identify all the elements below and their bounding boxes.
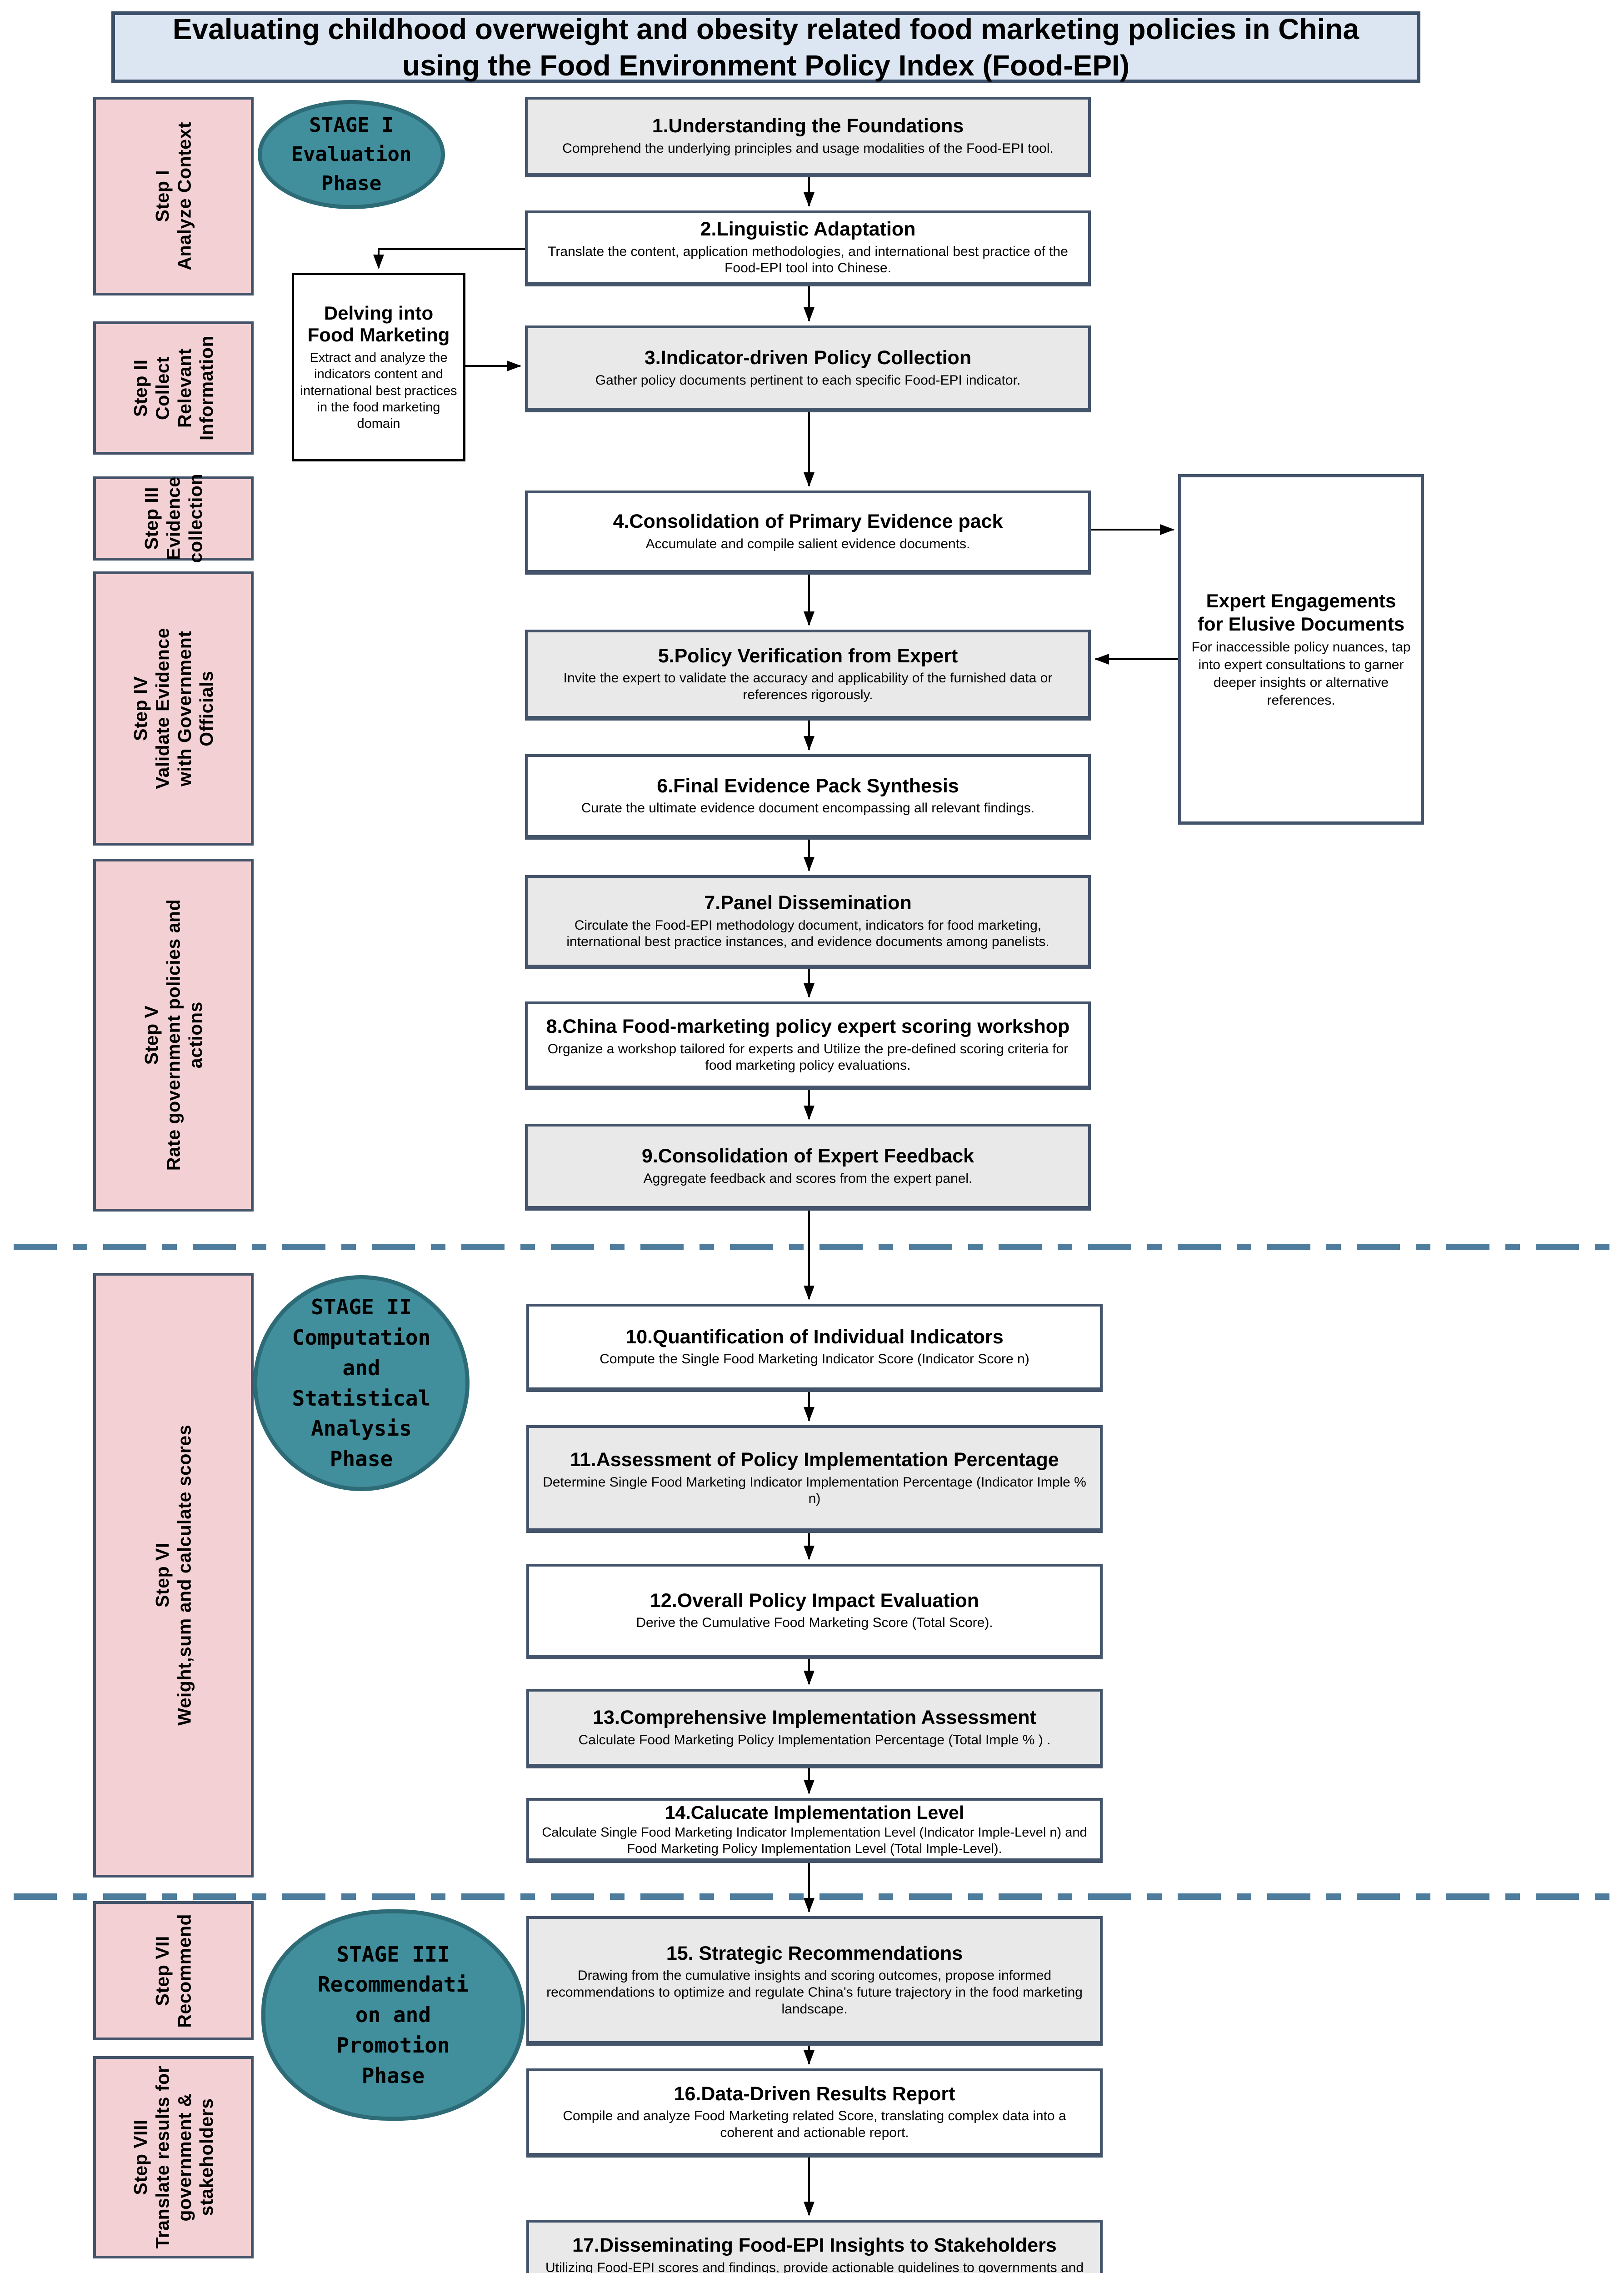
stage-ellipse-3: STAGE III Recommendati on and Promotion … (261, 1909, 525, 2121)
flow-box-1-title: 1.Understanding the Foundations (652, 115, 964, 137)
step-box-8: Step VIII Translate results for governme… (93, 2056, 254, 2258)
flow-box-5-desc: Invite the expert to validate the accura… (563, 671, 1053, 702)
flow-box-1-desc: Comprehend the underlying principles and… (562, 140, 1054, 156)
flow-box-3-title: 3.Indicator-driven Policy Collection (644, 347, 972, 369)
flow-box-14-desc: Calculate Single Food Marketing Indicato… (542, 1825, 1087, 1856)
flow-box-9-title: 9.Consolidation of Expert Feedback (641, 1145, 974, 1167)
step-box-7: Step VII Recommend (93, 1901, 254, 2040)
flow-box-11-title: 11.Assessment of Policy Implementation P… (570, 1449, 1059, 1471)
divider-stage-1-2 (14, 1244, 1610, 1250)
flow-box-4: 4.Consolidation of Primary Evidence pack… (525, 491, 1091, 575)
stage-ellipse-2: STAGE II Computation and Statistical Ana… (253, 1275, 470, 1491)
flow-box-8-title: 8.China Food-marketing policy expert sco… (546, 1016, 1070, 1038)
flow-box-13: 13.Comprehensive Implementation Assessme… (526, 1689, 1103, 1768)
delving-into-food-marketing-box: Delving into Food Marketing Extract and … (292, 273, 465, 461)
step-label-1: Step I Analyze Context (152, 122, 195, 270)
flow-box-6-desc: Curate the ultimate evidence document en… (581, 801, 1035, 816)
expert-engagements-box: Expert Engagements for Elusive Documents… (1178, 474, 1424, 825)
flow-box-10: 10.Quantification of Individual Indicato… (526, 1304, 1103, 1392)
divider-stage-2-3 (14, 1893, 1610, 1900)
flow-box-11-desc: Determine Single Food Marketing Indicato… (543, 1474, 1086, 1507)
flow-box-9-desc: Aggregate feedback and scores from the e… (643, 1171, 973, 1186)
flow-box-10-desc: Compute the Single Food Marketing Indica… (600, 1352, 1029, 1367)
flow-box-8-desc: Organize a workshop tailored for experts… (547, 1041, 1069, 1073)
expert-box-desc: For inaccessible policy nuances, tap int… (1191, 639, 1411, 708)
step-label-6: Step VI Weight,sum and calculate scores (152, 1425, 195, 1726)
step-box-6: Step VI Weight,sum and calculate scores (93, 1273, 254, 1877)
flow-box-13-desc: Calculate Food Marketing Policy Implemen… (578, 1732, 1051, 1747)
step-label-2: Step II Collect Relevant Information (130, 335, 217, 441)
delving-box-desc: Extract and analyze the indicators conte… (300, 350, 457, 431)
page-title: Evaluating childhood overweight and obes… (111, 11, 1420, 83)
expert-box-title: Expert Engagements for Elusive Documents (1197, 590, 1405, 635)
step-label-3: Step III Evidence collection (140, 474, 206, 563)
step-box-3: Step III Evidence collection (93, 474, 254, 563)
flow-box-17-title: 17.Disseminating Food-EPI Insights to St… (572, 2234, 1057, 2257)
flow-box-13-title: 13.Comprehensive Implementation Assessme… (593, 1707, 1036, 1729)
flow-box-12-desc: Derive the Cumulative Food Marketing Sco… (636, 1615, 993, 1631)
flow-box-7-desc: Circulate the Food-EPI methodology docum… (566, 917, 1049, 950)
step-box-2: Step II Collect Relevant Information (93, 321, 254, 455)
flow-box-7-title: 7.Panel Dissemination (704, 892, 912, 914)
flow-box-4-title: 4.Consolidation of Primary Evidence pack (613, 511, 1003, 533)
flow-box-6-title: 6.Final Evidence Pack Synthesis (657, 775, 959, 797)
step-box-1: Step I Analyze Context (93, 97, 254, 295)
flow-box-10-title: 10.Quantification of Individual Indicato… (625, 1326, 1004, 1348)
flow-box-16-title: 16.Data-Driven Results Report (674, 2083, 955, 2105)
step-box-4: Step IV Validate Evidence with Governmen… (93, 571, 254, 846)
delving-box-title: Delving into Food Marketing (307, 302, 450, 345)
stage-ellipse-1: STAGE I Evaluation Phase (258, 100, 445, 209)
step-label-5: Step V Rate government policies and acti… (140, 899, 206, 1171)
flow-box-11: 11.Assessment of Policy Implementation P… (526, 1425, 1103, 1533)
flow-box-12-title: 12.Overall Policy Impact Evaluation (650, 1589, 979, 1612)
step-label-8: Step VIII Translate results for governme… (130, 2066, 217, 2249)
step-label-4: Step IV Validate Evidence with Governmen… (130, 628, 217, 789)
flow-box-4-desc: Accumulate and compile salient evidence … (645, 536, 970, 551)
flow-box-2-title: 2.Linguistic Adaptation (700, 218, 916, 240)
flow-box-8: 8.China Food-marketing policy expert sco… (525, 1001, 1091, 1090)
flow-box-3-desc: Gather policy documents pertinent to eac… (595, 372, 1021, 388)
flow-box-15-title: 15. Strategic Recommendations (666, 1942, 963, 1964)
flow-box-5-title: 5.Policy Verification from Expert (658, 645, 958, 667)
step-label-7: Step VII Recommend (152, 1913, 195, 2028)
flow-box-2-desc: Translate the content, application metho… (548, 244, 1068, 276)
flow-box-17: 17.Disseminating Food-EPI Insights to St… (526, 2220, 1103, 2273)
step-box-5: Step V Rate government policies and acti… (93, 859, 254, 1212)
flow-box-16-desc: Compile and analyze Food Marketing relat… (563, 2108, 1066, 2140)
flow-box-14-title: 14.Calucate Implementation Level (665, 1802, 964, 1823)
flow-box-17-desc: Utilizing Food-EPI scores and findings, … (545, 2260, 1084, 2273)
flow-box-15-desc: Drawing from the cumulative insights and… (546, 1968, 1083, 2017)
